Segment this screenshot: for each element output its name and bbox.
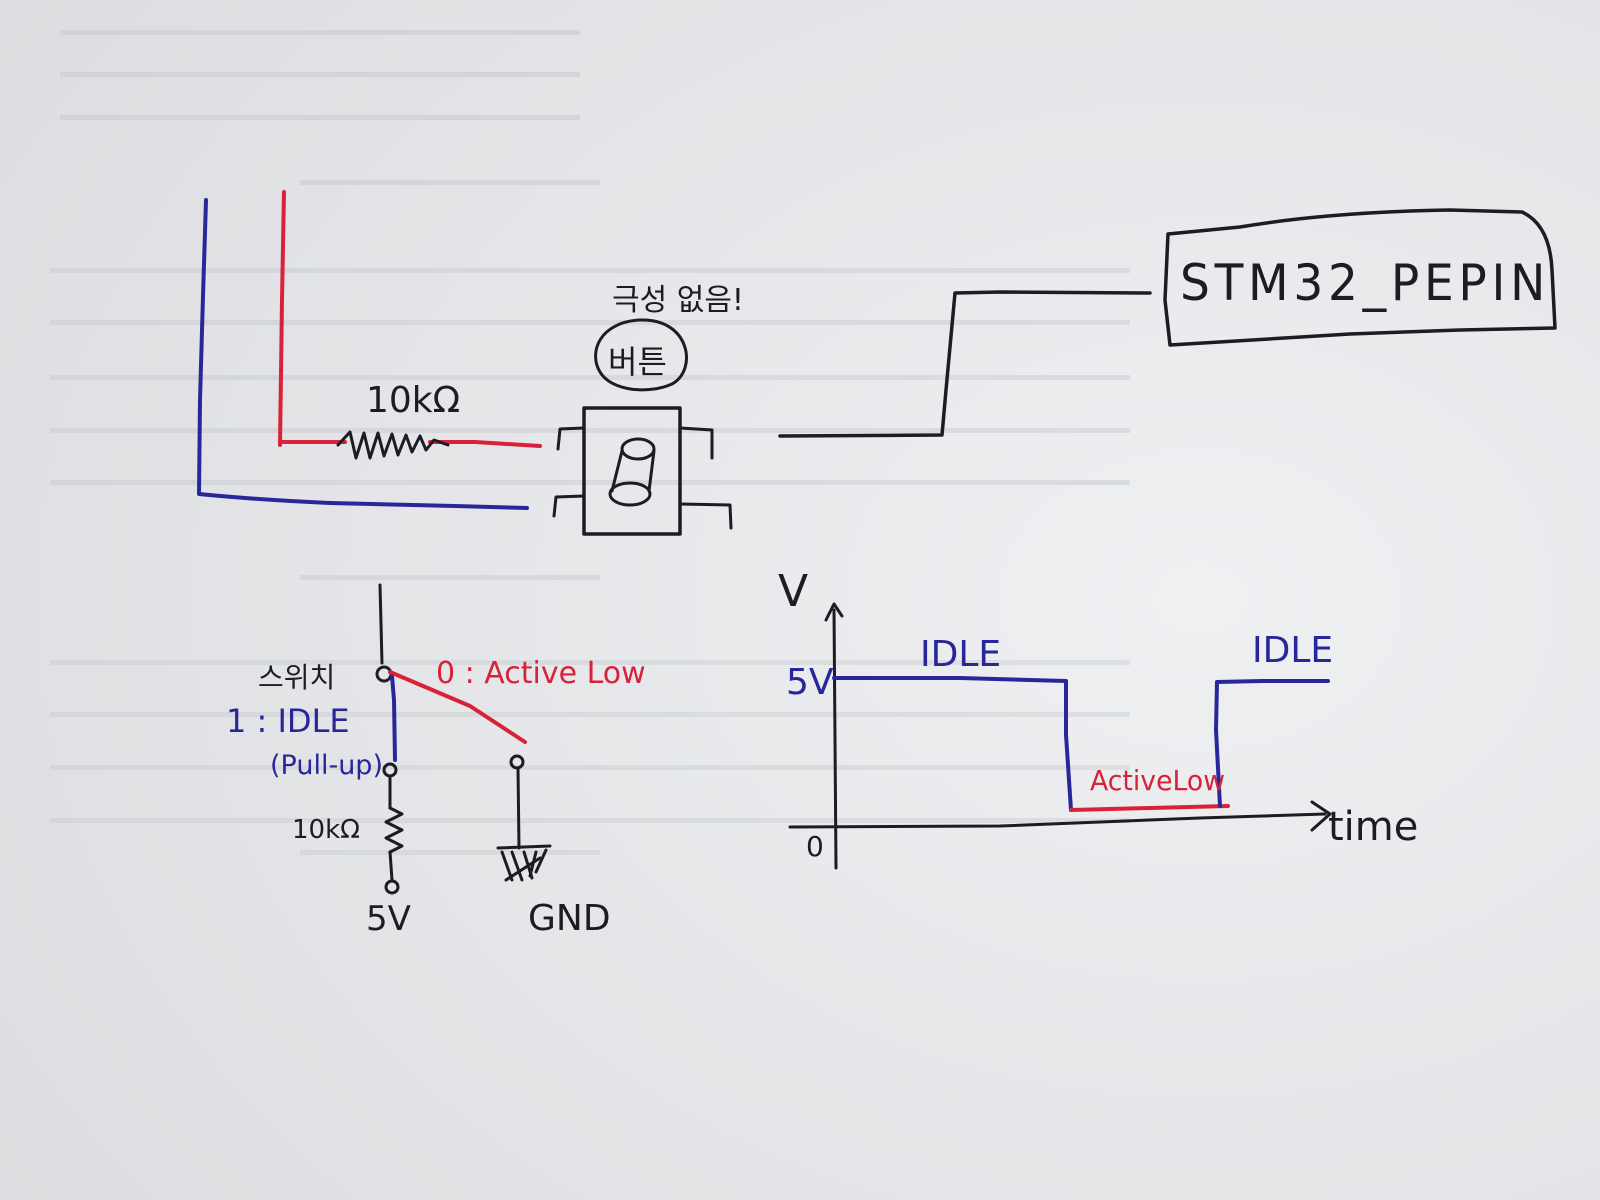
red-wire-vertical (278, 190, 286, 447)
active-low-label: ActiveLow (1090, 764, 1225, 797)
y-axis-label: V (778, 566, 808, 617)
button-cap-side (610, 449, 656, 493)
ground-symbol (496, 844, 552, 882)
button-leg-right-bottom (678, 502, 733, 530)
polarity-note: 극성 없음! (612, 283, 744, 318)
resistor-zigzag (336, 430, 450, 460)
switch-schematic (375, 583, 552, 895)
mcu-box (1163, 208, 1557, 347)
pull-up-resistor-zigzag (384, 806, 404, 854)
switch-resistor-label: 10kΩ (292, 815, 360, 845)
tactile-button-body (582, 406, 682, 536)
signal-wire (778, 290, 1152, 438)
y-axis (832, 608, 838, 870)
mcu-label: STM32_PEPIN (1180, 254, 1550, 312)
switch-label: 스위치 (258, 661, 335, 694)
y-axis-arrowhead (824, 602, 844, 622)
button-leg-right-top (678, 426, 714, 460)
active-state-label: 0 : Active Low (436, 656, 646, 691)
button-label: 버튼 (608, 343, 667, 381)
idle-label-1: IDLE (920, 634, 1001, 675)
active-low-throw (388, 670, 527, 744)
supply-label: 5V (366, 899, 411, 939)
high-level-label: 5V (786, 662, 834, 703)
blue-wire (197, 198, 529, 510)
supply-terminal (384, 879, 400, 895)
active-low-waveform (1069, 804, 1230, 812)
top-circuit (197, 190, 1557, 536)
origin-label: 0 (806, 830, 824, 863)
x-axis (788, 812, 1327, 829)
x-axis-arrowhead (1310, 800, 1332, 832)
resistor-lead-bottom (388, 850, 394, 882)
output-wire (378, 583, 384, 665)
button-cap-bottom (608, 481, 652, 507)
button-cap-top (620, 437, 656, 461)
idle-state-label: 1 : IDLE (226, 702, 350, 740)
idle-label-2: IDLE (1252, 630, 1333, 671)
idle-high-waveform (832, 676, 1073, 812)
red-wire-to-button (428, 440, 542, 448)
button-label-bubble (594, 318, 688, 392)
pull-up-path (390, 674, 397, 762)
pull-up-label: (Pull-up) (270, 750, 383, 781)
button-leg-left-bottom (552, 494, 586, 518)
idle-return-waveform (1214, 679, 1330, 808)
ground-wire (516, 766, 521, 850)
button-leg-left-top (556, 426, 586, 451)
ground-label: GND (528, 898, 611, 939)
top-resistor-label: 10kΩ (366, 380, 460, 421)
bleed-through-texture (50, 30, 1130, 855)
timing-diagram (788, 602, 1332, 870)
x-axis-label: time (1328, 804, 1418, 850)
